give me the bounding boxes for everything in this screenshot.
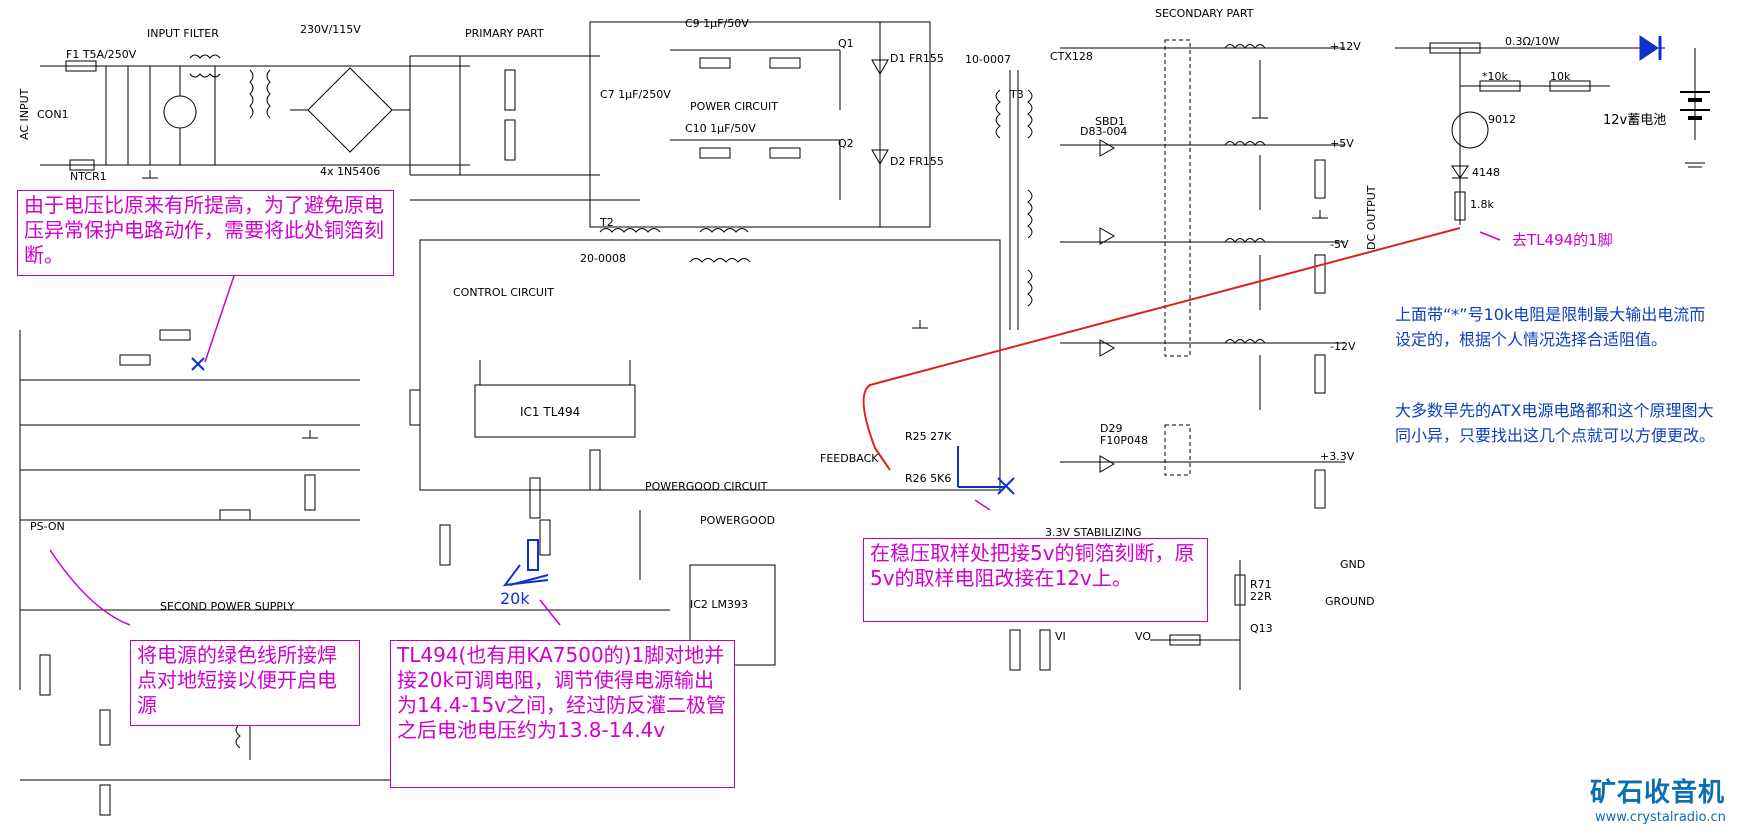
- t3-label: T3: [1009, 88, 1024, 101]
- ground-label: GROUND: [1325, 595, 1375, 608]
- section-powergood-circuit: POWERGOOD CIRCUIT: [645, 480, 768, 493]
- green-wire-note: 将电源的绿色线所接焊点对地短接以便开启电源: [130, 640, 360, 726]
- rail-minus12-label: -12V: [1330, 340, 1356, 353]
- diode-4148-label: 4148: [1472, 166, 1500, 179]
- pot-20k-label: 20k: [500, 589, 530, 608]
- resistor-18k-label: 1.8k: [1470, 198, 1494, 211]
- rail-plus33-label: +3.3V: [1320, 450, 1355, 463]
- q2-label: Q2: [838, 137, 854, 150]
- vi-label: VI: [1055, 630, 1066, 643]
- battery-label: 12v蓄电池: [1603, 113, 1666, 128]
- to-tl494-note: 去TL494的1脚: [1512, 231, 1613, 249]
- cut-mark-icon: [191, 357, 1015, 495]
- gnd-label: GND: [1340, 558, 1365, 571]
- t2-part-label: 20-0008: [580, 252, 626, 265]
- ac-input-label: AC INPUT: [18, 88, 31, 140]
- c7-label: C7 1μF/250V: [600, 88, 671, 101]
- con1-label: CON1: [37, 108, 69, 121]
- q1-label: Q1: [838, 37, 854, 50]
- atx-note: 大多数早先的ATX电源电路都和这个原理图大同小异，只要找出这几个点就可以方便更改…: [1395, 401, 1716, 445]
- voltage-select-label: 230V/115V: [300, 23, 361, 36]
- section-second-power-supply: SECOND POWER SUPPLY: [160, 600, 295, 613]
- star-resistor-label: *10k: [1482, 70, 1508, 83]
- battery-resistor-label: 0.3Ω/10W: [1505, 35, 1560, 48]
- section-power-circuit: POWER CIRCUIT: [690, 100, 778, 113]
- t2-label: T2: [599, 216, 614, 229]
- section-primary-part: PRIMARY PART: [465, 27, 544, 40]
- ic1-label: IC1 TL494: [520, 405, 580, 419]
- section-powergood: POWERGOOD: [700, 514, 775, 527]
- fuse-label: F1 T5A/250V: [66, 48, 137, 61]
- pot-20k-icon: [502, 539, 549, 587]
- section-control-circuit: CONTROL CIRCUIT: [453, 286, 554, 299]
- feedback-wire: [862, 227, 1461, 471]
- rail-plus5-label: +5V: [1330, 137, 1354, 150]
- star-resistor-note: 上面带“*”号10k电阻是限制最大输出电流而设定的，根据个人情况选择合适阻值。: [1395, 305, 1706, 349]
- pnp-9012-label: 9012: [1488, 113, 1516, 126]
- cut-foil-note: 由于电压比原来有所提高，为了避免原电压异常保护电路动作，需要将此处铜箔刻断。: [17, 190, 394, 276]
- section-input-filter: INPUT FILTER: [147, 27, 219, 40]
- rail-minus5-label: -5V: [1330, 238, 1349, 251]
- ps-on-label: PS-ON: [30, 520, 65, 533]
- ctx-label: CTX128: [1050, 50, 1093, 63]
- sbd1-part-label: D83-004: [1080, 125, 1127, 138]
- d29-label: D29: [1100, 422, 1122, 435]
- feedback-cut-note: 在稳压取样处把接5v的铜箔刻断，原5v的取样电阻改接在12v上。: [863, 538, 1208, 622]
- c9-label: C9 1μF/50V: [685, 17, 749, 30]
- feedback-label: FEEDBACK: [820, 452, 879, 465]
- t3-part-label: 10-0007: [965, 53, 1011, 66]
- watermark-url: www.crystalradio.cn: [1595, 810, 1726, 825]
- pointer-line: [49, 549, 131, 626]
- c10-label: C10 1μF/50V: [685, 122, 756, 135]
- dc-output-label: DC OUTPUT: [1365, 185, 1378, 250]
- pointer-line: [974, 499, 991, 511]
- ic2-label: IC2 LM393: [690, 598, 748, 611]
- watermark-logo: 矿石收音机: [1590, 778, 1726, 808]
- tl494-pot-note: TL494(也有用KA7500的)1脚对地并接20k可调电阻，调节使得电源输出为…: [390, 640, 735, 788]
- rail-plus12-label: +12V: [1330, 40, 1361, 53]
- section-secondary-part: SECONDARY PART: [1155, 7, 1254, 20]
- sbd1-label: SBD1: [1095, 115, 1125, 128]
- r71-value: 22R: [1250, 590, 1272, 603]
- r71-label: R71: [1250, 578, 1272, 591]
- pointer-line: [539, 599, 561, 626]
- pot-10k-label: 10k: [1550, 70, 1571, 83]
- d2-label: D2 FR155: [890, 155, 944, 168]
- bridge-label: 4x 1N5406: [320, 165, 380, 178]
- d1-label: D1 FR155: [890, 52, 944, 65]
- pointer-line: [1479, 231, 1501, 241]
- d29-part-label: F10P048: [1100, 434, 1148, 447]
- vo-label: VO: [1135, 630, 1151, 643]
- r26-label: R26 5K6: [905, 472, 951, 485]
- q13-label: Q13: [1250, 622, 1273, 635]
- ntcr-label: NTCR1: [70, 170, 107, 183]
- section-stabilizing: 3.3V STABILIZING: [1045, 526, 1142, 539]
- r25-label: R25 27K: [905, 430, 952, 443]
